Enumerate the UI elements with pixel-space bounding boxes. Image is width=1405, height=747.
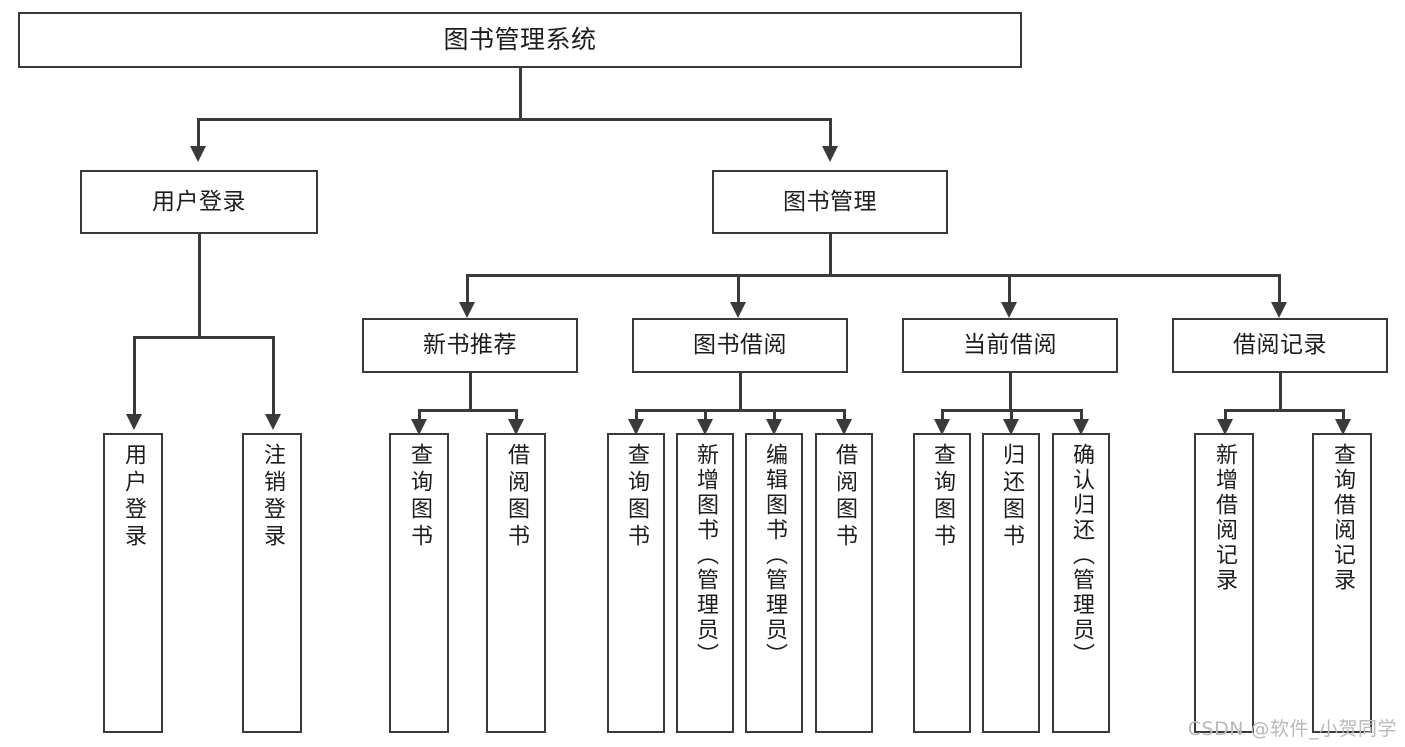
node-new-book-recommend[interactable]: 新书推荐 [362,318,578,373]
connector-br-to-leaf-2 [1342,409,1345,419]
node-label: 注销登录 [260,443,285,551]
arrow-bm-to-book-borrow [730,302,746,318]
arrow-br-to-leaf-1 [1217,419,1233,435]
node-label: 借阅图书 [832,443,857,551]
arrow-cb-to-leaf-3 [1073,419,1089,435]
connector-book-management-bus [466,274,1280,277]
arrow-user-login-to-leaf-2 [265,414,281,430]
connector-root-to-user-login [197,118,200,146]
node-label: 用户登录 [121,443,146,551]
csdn-watermark: CSDN @软件_小贺同学 [1187,718,1397,740]
node-book-borrow[interactable]: 图书借阅 [632,318,848,373]
connector-bm-to-book-borrow [737,274,740,302]
connector-new-book-to-leaf-1 [418,409,421,419]
node-label: 新增借阅记录 [1212,443,1237,593]
connector-root-bus [197,118,831,121]
connector-new-book-bus [418,409,515,412]
connector-book-borrow-stem [739,373,742,409]
connector-bb-to-leaf-1 [635,409,638,419]
connector-user-login-to-leaf-2 [272,336,275,414]
connector-bb-to-leaf-4 [843,409,846,419]
node-book-management[interactable]: 图书管理 [712,170,948,234]
arrow-new-book-to-leaf-2 [508,419,524,435]
connector-bm-to-new-book [466,274,469,302]
node-leaf-logout-login[interactable]: 注销登录 [242,433,302,733]
arrow-new-book-to-leaf-1 [411,419,427,435]
connector-cb-to-leaf-1 [941,409,944,419]
node-label: 图书管理系统 [443,24,597,54]
connector-bm-to-borrow-record [1278,274,1281,302]
node-leaf-edit-book[interactable]: 编辑图书（管理员） [745,433,803,733]
arrow-bm-to-current-borrow [1001,302,1017,318]
node-label: 借阅记录 [1233,332,1327,359]
node-label: 新书推荐 [423,332,517,359]
node-label: 编辑图书（管理员） [762,443,787,668]
node-label: 确认归还（管理员） [1069,443,1094,668]
connector-root-stem [519,68,522,118]
node-current-borrow[interactable]: 当前借阅 [902,318,1118,373]
connector-br-to-leaf-1 [1224,409,1227,419]
node-leaf-user-login[interactable]: 用户登录 [103,433,163,733]
connector-new-book-stem [469,373,472,409]
arrow-bb-to-leaf-2 [697,419,713,435]
node-leaf-query-book-3[interactable]: 查询图书 [913,433,971,733]
connector-new-book-to-leaf-2 [515,409,518,419]
node-leaf-confirm-return[interactable]: 确认归还（管理员） [1052,433,1110,733]
node-leaf-add-book[interactable]: 新增图书（管理员） [676,433,734,733]
connector-bb-to-leaf-2 [704,409,707,419]
node-book-management-system[interactable]: 图书管理系统 [18,12,1022,68]
connector-borrow-record-bus [1224,409,1342,412]
connector-book-borrow-bus [635,409,843,412]
node-label: 用户登录 [152,188,246,215]
arrow-root-to-user-login [190,146,206,162]
connector-bm-to-current-borrow [1008,274,1011,302]
node-label: 查询借阅记录 [1330,443,1355,593]
arrow-bb-to-leaf-1 [628,419,644,435]
arrow-bm-to-new-book [459,302,475,318]
node-label: 借阅图书 [504,443,529,551]
arrow-root-to-book-management [822,146,838,162]
node-leaf-query-book-2[interactable]: 查询图书 [607,433,665,733]
node-label: 归还图书 [999,443,1024,551]
arrow-bb-to-leaf-3 [766,419,782,435]
connector-borrow-record-stem [1279,373,1282,409]
node-label: 查询图书 [624,443,649,551]
arrow-cb-to-leaf-2 [1003,419,1019,435]
node-label: 新增图书（管理员） [693,443,718,668]
node-leaf-query-record[interactable]: 查询借阅记录 [1312,433,1372,733]
node-borrow-record[interactable]: 借阅记录 [1172,318,1388,373]
node-leaf-borrow-book-1[interactable]: 借阅图书 [486,433,546,733]
arrow-bm-to-borrow-record [1271,302,1287,318]
node-leaf-query-book-1[interactable]: 查询图书 [389,433,449,733]
arrow-user-login-to-leaf-1 [126,414,142,430]
node-leaf-add-record[interactable]: 新增借阅记录 [1194,433,1254,733]
node-user-login[interactable]: 用户登录 [80,170,318,234]
node-leaf-borrow-book-2[interactable]: 借阅图书 [815,433,873,733]
node-label: 查询图书 [930,443,955,551]
connector-user-login-bus [133,336,274,339]
node-label: 图书管理 [783,188,877,215]
connector-cb-to-leaf-3 [1080,409,1083,419]
connector-book-management-stem [829,234,832,274]
arrow-bb-to-leaf-4 [836,419,852,435]
arrow-br-to-leaf-2 [1335,419,1351,435]
connector-current-borrow-stem [1009,373,1012,409]
arrow-cb-to-leaf-1 [934,419,950,435]
node-label: 图书借阅 [693,332,787,359]
connector-bb-to-leaf-3 [773,409,776,419]
connector-root-to-book-management [829,118,832,146]
node-leaf-return-book[interactable]: 归还图书 [982,433,1040,733]
connector-user-login-stem [198,234,201,336]
connector-cb-to-leaf-2 [1010,409,1013,419]
connector-user-login-to-leaf-1 [133,336,136,414]
node-label: 当前借阅 [963,332,1057,359]
node-label: 查询图书 [407,443,432,551]
